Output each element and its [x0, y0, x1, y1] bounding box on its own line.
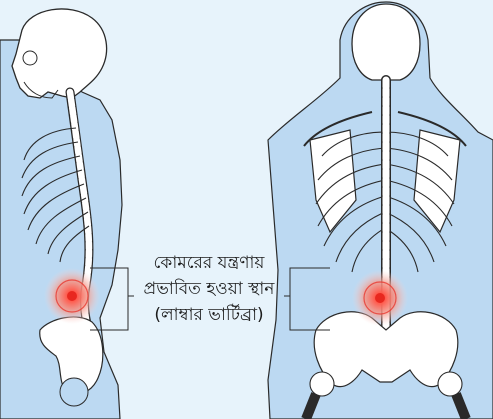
label-line-3: (লাম্বার ভার্টিব্রা) — [128, 302, 290, 328]
side-pelvis-hole — [60, 378, 88, 406]
back-hip-joint-left — [310, 372, 334, 396]
side-eye-socket — [23, 51, 37, 65]
back-pain-core — [375, 293, 385, 303]
side-view-figure — [0, 9, 122, 419]
back-hip-joint-right — [438, 372, 462, 396]
label-line-1: কোমরের যন্ত্রণায় — [128, 250, 290, 276]
back-skull — [352, 4, 420, 80]
affected-area-label: কোমরের যন্ত্রণায় প্রভাবিত হওয়া স্থান (… — [128, 250, 290, 328]
side-pain-core — [67, 291, 77, 301]
label-line-2: প্রভাবিত হওয়া স্থান — [128, 276, 290, 302]
back-view-figure — [268, 2, 493, 419]
